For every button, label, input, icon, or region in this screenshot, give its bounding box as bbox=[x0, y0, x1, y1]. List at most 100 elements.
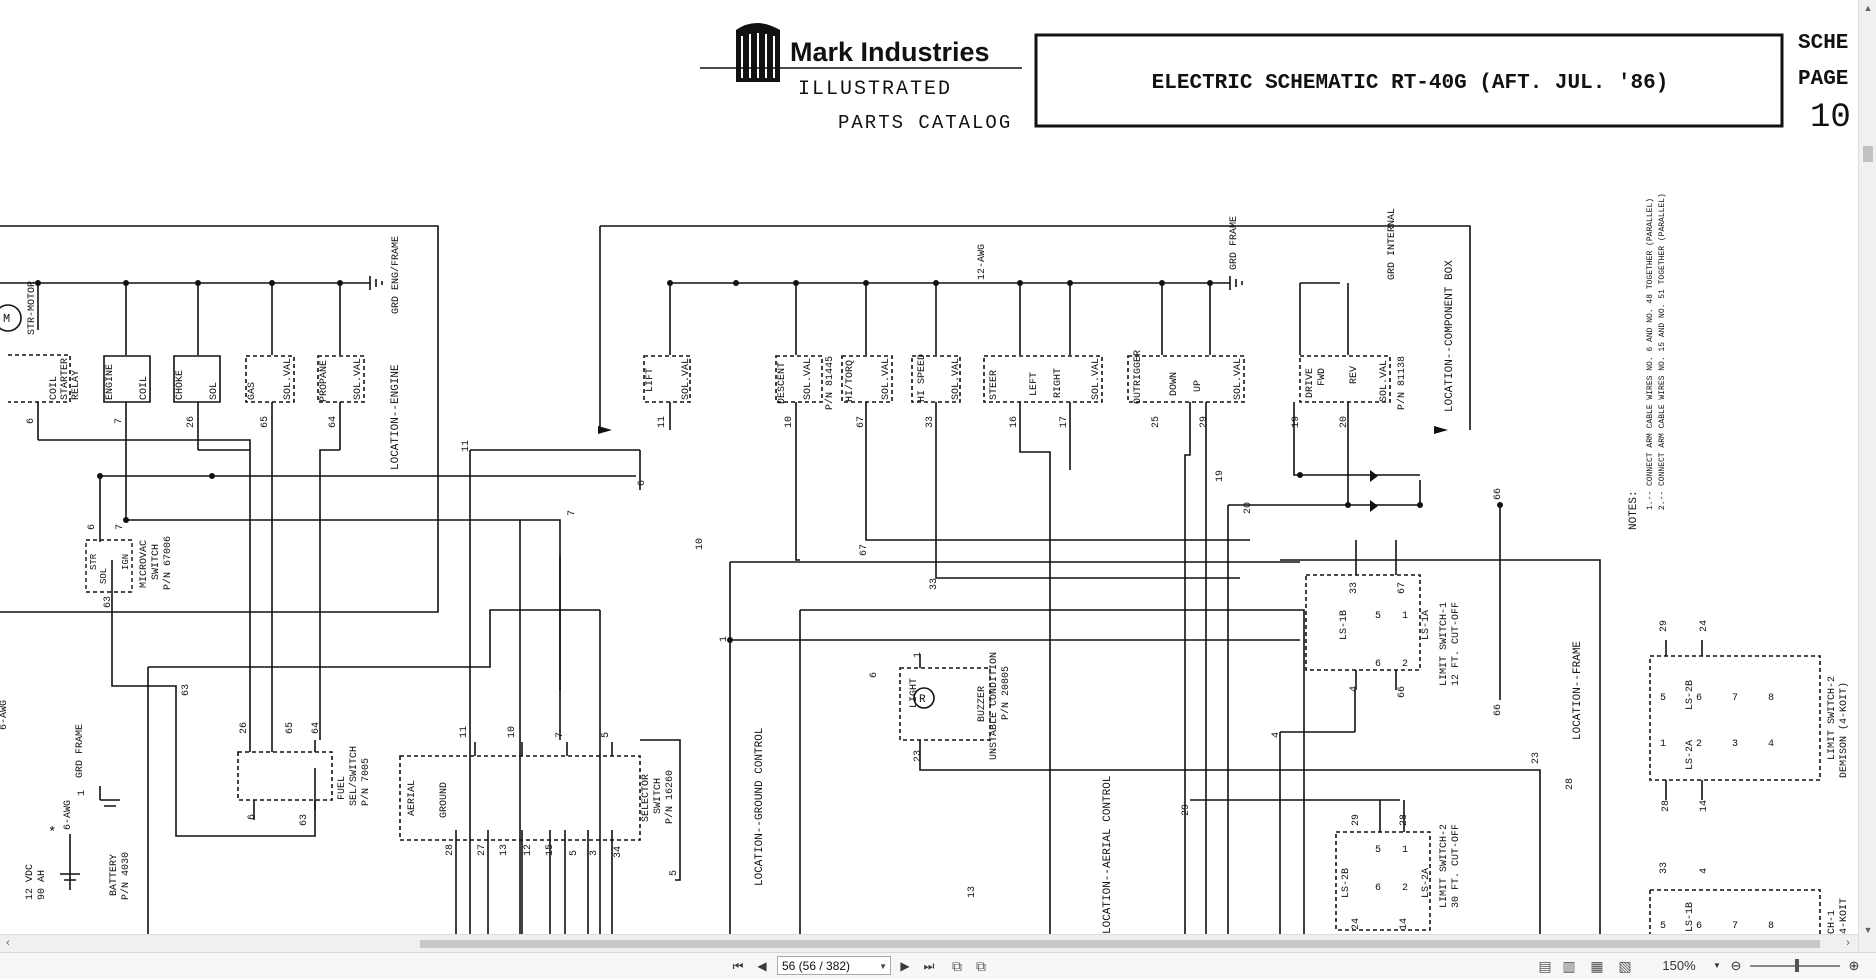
vertical-scrollbar[interactable]: ▲ ▼ bbox=[1858, 0, 1876, 959]
outrigger-name: OUTRIGGER bbox=[1133, 350, 1144, 404]
left-awg: 6-AWG bbox=[0, 700, 10, 730]
ls2-wire-24: 24 bbox=[1351, 918, 1362, 930]
ls1-term-2: 2 bbox=[1402, 659, 1408, 670]
next-page-icon[interactable]: ▶ bbox=[900, 959, 910, 973]
buzzer-label: BUZZER bbox=[977, 686, 988, 722]
wire-23: 23 bbox=[1531, 752, 1542, 764]
fuel-wire-64: 64 bbox=[311, 722, 322, 734]
drive-wire-19: 19 bbox=[1291, 416, 1302, 428]
zoom-slider-thumb[interactable] bbox=[1795, 959, 1799, 972]
ls2-desc-1: LIMIT SWITCH-2 bbox=[1439, 824, 1450, 908]
microvac-label-2: SWITCH bbox=[151, 544, 162, 580]
steer-name: STEER bbox=[989, 370, 1000, 400]
wire-29: 29 bbox=[1181, 804, 1192, 816]
drive-wire-20: 20 bbox=[1339, 416, 1350, 428]
navigate-forward-icon[interactable]: ⧉ bbox=[976, 958, 986, 974]
selector-aerial: AERIAL bbox=[407, 780, 418, 816]
corner-sche: SCHE bbox=[1798, 32, 1848, 55]
fuel-wire-63: 63 bbox=[299, 814, 310, 826]
microvac-pin-ign: IGN bbox=[121, 554, 131, 570]
selector-top-11: 11 bbox=[459, 726, 470, 738]
zoom-dropdown-icon[interactable]: ▼ bbox=[1713, 961, 1721, 970]
ls1-wire-67: 67 bbox=[1397, 582, 1408, 594]
prev-page-icon[interactable]: ◀ bbox=[757, 959, 767, 973]
ls-dem-desc-2: DEMISON (4-KOIT) bbox=[1838, 682, 1850, 778]
engine-ground-label: GRD ENG/FRAME bbox=[390, 236, 402, 314]
fuel-wire-65: 65 bbox=[285, 722, 296, 734]
motor-symbol: M bbox=[3, 312, 10, 326]
propane-type: SOL.VAL bbox=[353, 358, 364, 400]
choke-type: SOL bbox=[209, 382, 220, 400]
microvac-wire-63: 63 bbox=[103, 596, 114, 608]
fuel-wire-26: 26 bbox=[239, 722, 250, 734]
wire-63: 63 bbox=[181, 684, 192, 696]
scroll-left-icon[interactable]: ‹ bbox=[6, 937, 10, 949]
battery-capacity: 90 AH bbox=[37, 870, 48, 900]
hitorq-wire: 67 bbox=[856, 416, 867, 428]
navigate-back-icon[interactable]: ⧉ bbox=[952, 958, 962, 974]
wire-10: 10 bbox=[695, 538, 706, 550]
ls-dem2-b: LS-1B bbox=[1685, 902, 1696, 932]
scroll-down-icon[interactable]: ▼ bbox=[1863, 925, 1873, 935]
outrigger-up: UP bbox=[1193, 380, 1204, 392]
brand-logo bbox=[700, 23, 1022, 82]
gas-wire: 65 bbox=[260, 416, 271, 428]
zoom-out-icon[interactable]: ⊖ bbox=[1730, 958, 1742, 973]
steer-right: RIGHT bbox=[1053, 368, 1064, 398]
lift-wire: 11 bbox=[657, 416, 668, 428]
scroll-up-icon[interactable]: ▲ bbox=[1863, 3, 1873, 13]
brand-line2: PARTS CATALOG bbox=[838, 112, 1012, 134]
location-ground-control: LOCATION--GROUND CONTROL bbox=[754, 728, 766, 886]
ls-dem-top-24: 24 bbox=[1699, 620, 1710, 632]
ls-dem2-t6: 6 bbox=[1696, 921, 1702, 932]
ls-dem-t6: 6 bbox=[1696, 693, 1702, 704]
ls1-wire-33: 33 bbox=[1349, 582, 1360, 594]
zoom-level[interactable]: 150% bbox=[1662, 958, 1696, 973]
page-number-input[interactable]: 56 (56 / 382)▼ bbox=[777, 956, 891, 975]
ls1-term-6: 6 bbox=[1375, 659, 1381, 670]
document-viewport[interactable]: Mark Industries ILLUSTRATED PARTS CATALO… bbox=[0, 0, 1858, 934]
status-bar: ⏮ ◀ 56 (56 / 382)▼ ▶ ⏭ ⧉ ⧉ ▤ ▥ ▦ ▧ 150% … bbox=[0, 952, 1876, 979]
wire-20: 20 bbox=[1243, 502, 1254, 514]
ls1-term-1: 1 bbox=[1402, 611, 1408, 622]
two-page-view-icon[interactable]: ▦ bbox=[1590, 958, 1604, 974]
zoom-in-icon[interactable]: ⊕ bbox=[1848, 958, 1860, 973]
ls1-wire-4: 4 bbox=[1349, 686, 1360, 692]
wire-7: 7 bbox=[567, 510, 578, 516]
single-page-view-icon[interactable]: ▤ bbox=[1538, 958, 1552, 974]
selector-bot-12: 12 bbox=[523, 844, 534, 856]
wire-67: 67 bbox=[859, 544, 870, 556]
wire-66: 66 bbox=[1493, 488, 1504, 500]
book-view-icon[interactable]: ▧ bbox=[1618, 958, 1632, 974]
hitorq-type: SOL.VAL bbox=[881, 358, 892, 400]
continuous-view-icon[interactable]: ▥ bbox=[1562, 958, 1576, 974]
note-line-1: 1.-- CONNECT ARM CABLE WIRES NO. 6 AND N… bbox=[1646, 198, 1655, 510]
descent-name: DESCENT bbox=[777, 362, 788, 404]
scroll-right-icon[interactable]: › bbox=[1846, 937, 1850, 949]
microvac-box bbox=[85, 539, 133, 593]
corner-page: PAGE bbox=[1798, 68, 1848, 91]
wire-6b: 6 bbox=[869, 672, 880, 678]
ls-dem2-top-4: 4 bbox=[1699, 868, 1710, 874]
ls1-desc-2: 12 FT. CUT-OFF bbox=[1451, 602, 1462, 686]
ls1-term-5: 5 bbox=[1375, 611, 1381, 622]
fuel-label-3: P/N 7005 bbox=[360, 758, 372, 806]
chevron-down-icon[interactable]: ▼ bbox=[879, 962, 887, 971]
vertical-scroll-thumb[interactable] bbox=[1863, 146, 1873, 162]
wire-19: 19 bbox=[1215, 470, 1226, 482]
descent-pn: P/N 81445 bbox=[824, 356, 836, 410]
schematic-title: ELECTRIC SCHEMATIC RT-40G (AFT. JUL. '86… bbox=[1152, 72, 1669, 95]
selector-top-7: 7 bbox=[555, 732, 566, 738]
valve-awg-label: 12-AWG bbox=[977, 244, 988, 280]
microvac-label-1: MICROVAC bbox=[139, 540, 150, 588]
engine-coil-wire: 7 bbox=[114, 418, 125, 424]
choke-wire: 26 bbox=[186, 416, 197, 428]
horizontal-scrollbar[interactable]: ‹ › bbox=[0, 934, 1858, 952]
ls-dem2-t5: 5 bbox=[1660, 921, 1666, 932]
drive-pn: P/N 81138 bbox=[1396, 356, 1408, 410]
horizontal-scroll-thumb[interactable] bbox=[420, 940, 1820, 948]
last-page-icon[interactable]: ⏭ bbox=[923, 959, 935, 973]
microvac-label-3: P/N 67006 bbox=[162, 536, 174, 590]
wire-33: 33 bbox=[929, 578, 940, 590]
first-page-icon[interactable]: ⏮ bbox=[732, 959, 744, 973]
